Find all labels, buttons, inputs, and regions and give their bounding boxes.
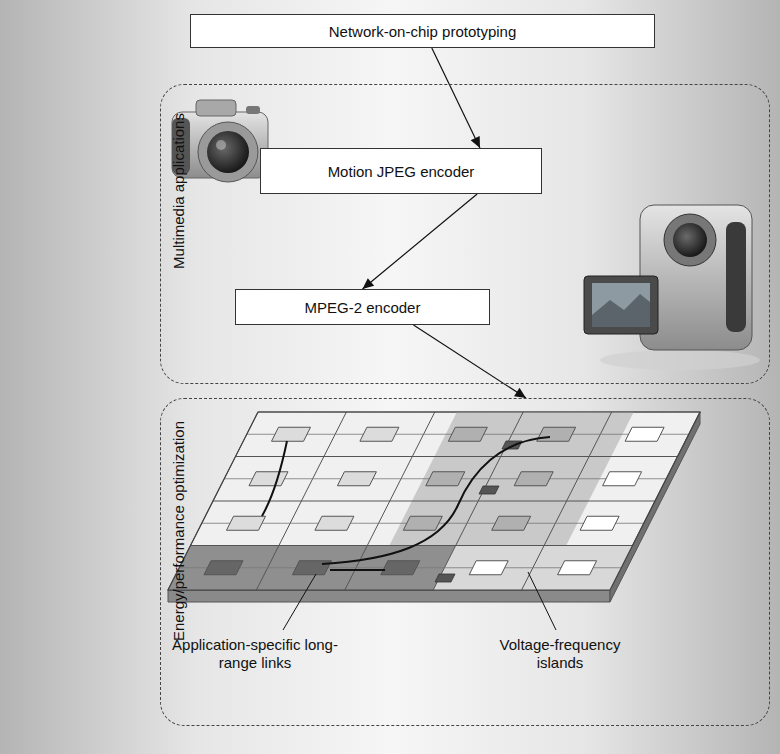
slab-front-face [168, 590, 610, 602]
core-tile [492, 516, 531, 530]
connector-line [363, 194, 478, 289]
noc-grid-picture [168, 412, 700, 630]
arrow-head [514, 388, 526, 398]
core-tile [514, 472, 553, 486]
arrow-connector [414, 325, 527, 398]
core-tile [204, 561, 243, 575]
process-box: Network-on-chip prototyping [190, 14, 655, 48]
core-tile [272, 427, 311, 441]
arrow-connector [432, 48, 480, 148]
core-tile [227, 516, 266, 530]
camcorder-shadow [600, 350, 760, 370]
leader-line [528, 572, 556, 630]
grid-lines [191, 412, 678, 590]
dashed-region: Energy/performance optimization [160, 398, 770, 726]
region-label: Energy/performance optimization [170, 421, 188, 641]
camera-lens [207, 131, 249, 173]
camera-lens-ring [198, 122, 258, 182]
routers [435, 441, 522, 582]
core-tile [469, 561, 508, 575]
connector-line [414, 325, 527, 398]
box-text: MPEG-2 encoder [305, 299, 421, 316]
core-tile [426, 472, 465, 486]
callout-label: Application-specific long-range links [170, 636, 340, 672]
core-tile [249, 472, 288, 486]
connector-line [432, 48, 480, 148]
arrow-connector [363, 194, 478, 289]
router-tile [479, 486, 499, 494]
camcorder-screen-scene [592, 294, 650, 327]
grid-sub-lines [179, 434, 689, 568]
region-label: Multimedia applications [170, 113, 188, 269]
leader-line [283, 574, 316, 630]
core-tile [403, 516, 442, 530]
camera-button [246, 106, 260, 114]
camcorder-screen-frame [584, 276, 658, 334]
box-text: Motion JPEG encoder [328, 163, 475, 180]
camera-lens-glint [216, 140, 226, 150]
processing-cores [204, 427, 664, 575]
long-range-link [322, 437, 550, 564]
core-tile [558, 561, 597, 575]
core-tile [337, 472, 376, 486]
core-tile [625, 427, 664, 441]
arrow-head [471, 136, 480, 148]
arrow-head [363, 278, 375, 289]
slab-outline [168, 412, 700, 590]
process-box: MPEG-2 encoder [235, 289, 490, 325]
camcorder-screen [592, 283, 650, 327]
callout-label: Voltage-frequency islands [480, 636, 640, 672]
long-range-link [262, 441, 287, 516]
box-text: Network-on-chip prototyping [329, 23, 517, 40]
camcorder-lens-ring [664, 214, 716, 266]
core-tile [580, 516, 619, 530]
core-tile [537, 427, 576, 441]
core-tile [315, 516, 354, 530]
core-tile [381, 561, 420, 575]
core-tile [603, 472, 642, 486]
router-tile [502, 441, 522, 449]
camcorder-lens [673, 223, 707, 257]
process-box: Motion JPEG encoder [260, 148, 542, 194]
dashed-region: Multimedia applications Motion JPEG encod… [160, 84, 770, 384]
core-tile [360, 427, 399, 441]
camcorder-strap [726, 222, 746, 332]
core-tile [448, 427, 487, 441]
voltage-island [168, 546, 456, 591]
router-tile [435, 574, 455, 582]
slab-top-face [168, 412, 700, 590]
long-range-link [330, 569, 385, 571]
camera-top [196, 100, 236, 116]
camcorder-picture [584, 205, 760, 370]
